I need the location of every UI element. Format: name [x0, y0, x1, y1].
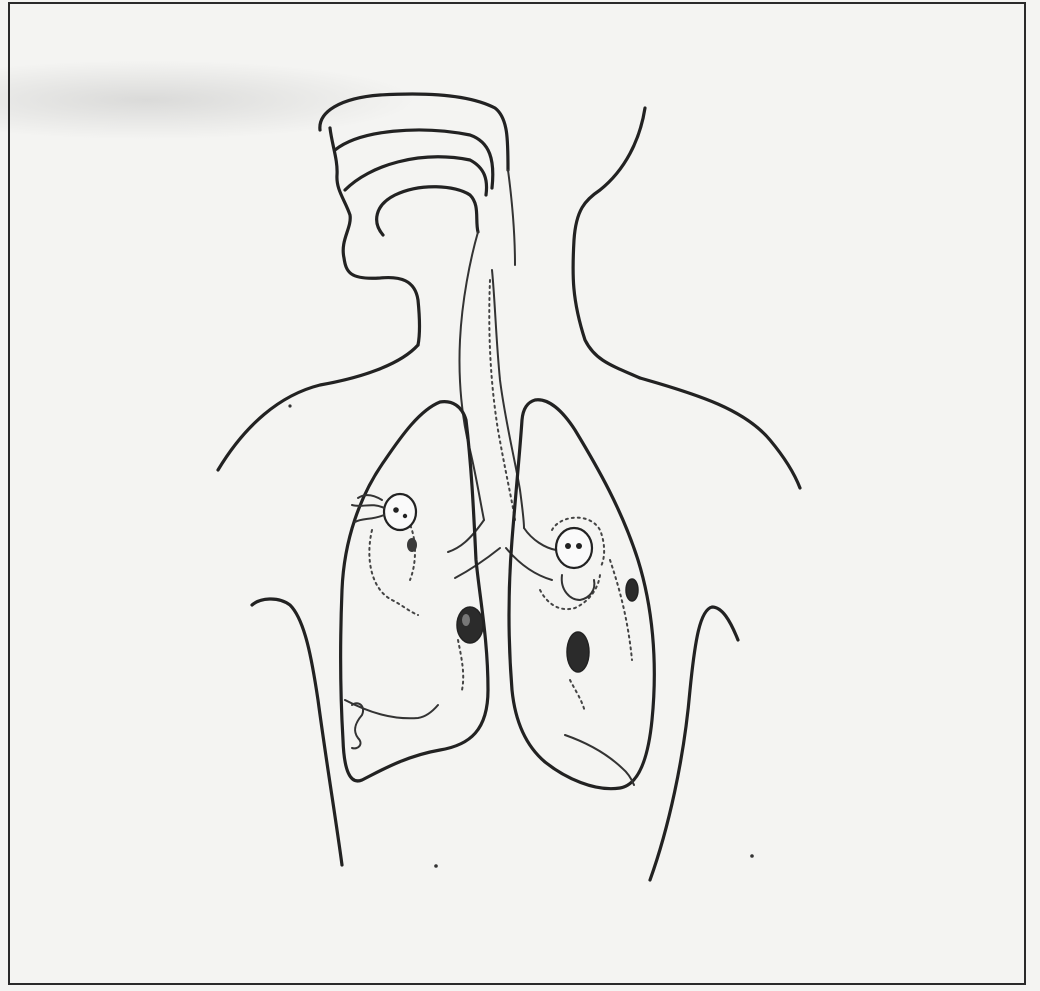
- right-torso-contour: [650, 607, 738, 880]
- right-organism-tail: [562, 575, 595, 600]
- left-lesion-dark: [457, 607, 483, 643]
- left-organism-spot: [407, 538, 417, 552]
- left-torso-contour: [252, 599, 342, 865]
- stray-mark-2: [750, 854, 754, 858]
- right-lesion-dark: [567, 632, 589, 672]
- right-shoulder: [640, 378, 800, 488]
- left-shoulder: [218, 345, 418, 470]
- left-bronchus-upper: [448, 520, 484, 552]
- pharynx-back: [508, 170, 515, 265]
- right-organism-eye-right: [576, 543, 582, 549]
- right-organism-body: [556, 528, 592, 568]
- stray-mark-3: [288, 404, 291, 407]
- right-alveoli-dots-2: [610, 560, 632, 660]
- left-lower-dots: [458, 640, 463, 690]
- left-lung-outline: [341, 402, 488, 781]
- right-lung-lobe-line: [565, 735, 634, 785]
- left-lower-lesion-scribble: [352, 703, 363, 748]
- right-organism-eye-left: [565, 543, 571, 549]
- left-lesion-highlight: [462, 614, 470, 626]
- left-organism-body: [384, 494, 416, 530]
- neck-back: [573, 108, 645, 378]
- right-bronchus-upper: [524, 528, 556, 550]
- right-lower-dots: [570, 680, 585, 712]
- right-bronchus-lower: [506, 548, 552, 580]
- palate-curve: [377, 187, 478, 235]
- stray-mark-1: [434, 864, 438, 868]
- trachea-right-wall: [492, 270, 524, 528]
- left-organism-eye: [393, 507, 399, 513]
- left-organism-dot: [403, 514, 407, 518]
- right-edge-lesion: [626, 579, 638, 601]
